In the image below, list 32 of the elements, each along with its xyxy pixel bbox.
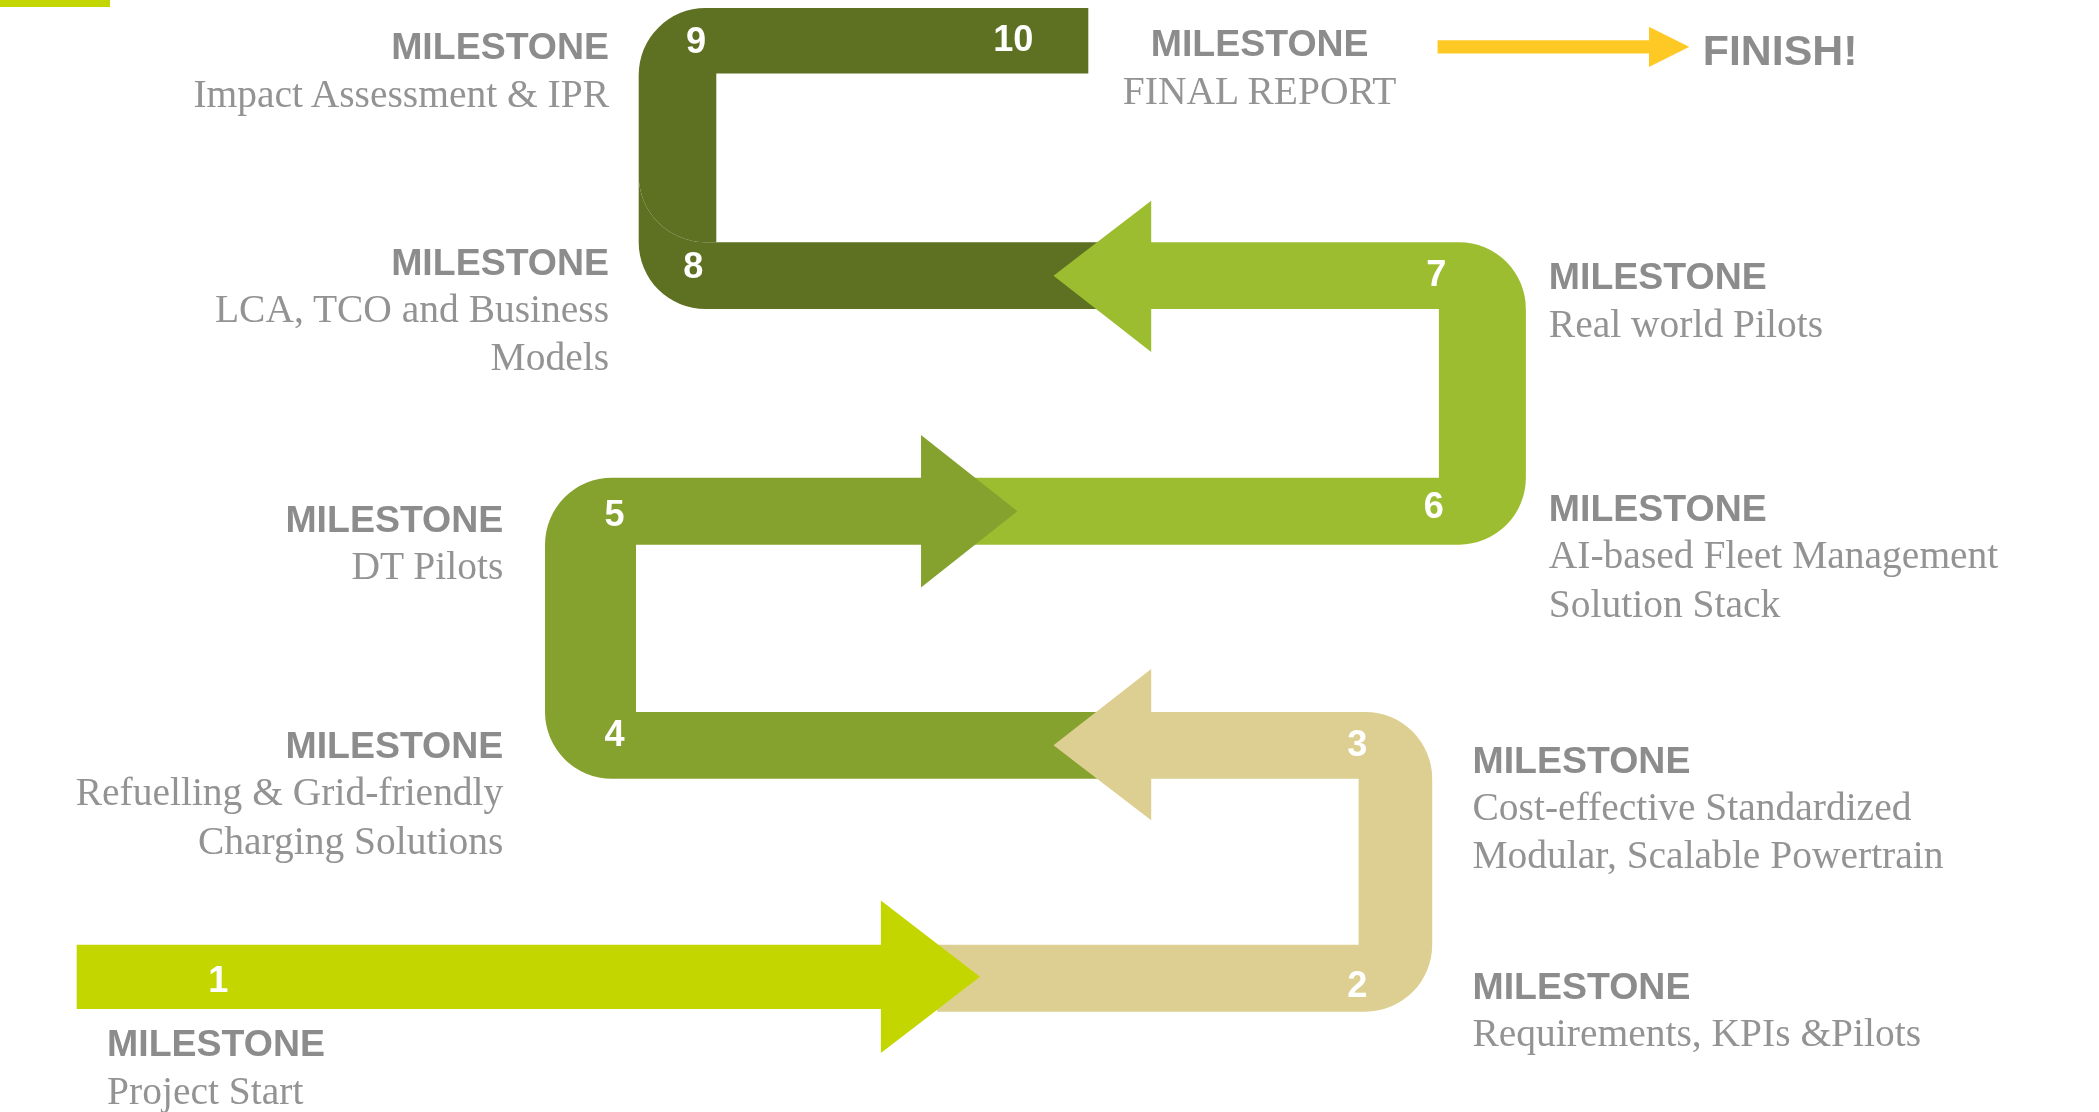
milestone-heading: MILESTONE (1472, 963, 1692, 1009)
milestone-heading: MILESTONE (1149, 21, 1370, 67)
milestone-number: 1 (208, 961, 229, 998)
milestone-number: 9 (686, 23, 707, 60)
arrow (1437, 26, 1690, 67)
milestone-title: LCA, TCO and Business Models (213, 286, 610, 382)
milestone-number: 10 (993, 20, 1034, 57)
milestone-number: 8 (683, 248, 704, 285)
milestone-title: AI-based Fleet Management Solution Stack (1548, 532, 2000, 628)
milestone-number: 3 (1347, 726, 1368, 763)
milestone-title: FINAL REPORT (1121, 67, 1398, 115)
milestone-number: 6 (1423, 487, 1444, 525)
milestone-number: 2 (1347, 967, 1368, 1004)
milestone-number: 5 (604, 495, 625, 533)
milestone-heading: MILESTONE (390, 24, 610, 70)
milestone-heading: MILESTONE (390, 239, 610, 285)
milestone-title: Requirements, KPIs &Pilots (1472, 1010, 1923, 1058)
milestone-heading: MILESTONE (284, 496, 504, 542)
milestone-number: 7 (1426, 256, 1447, 293)
milestone-heading: MILESTONE (284, 722, 504, 768)
milestone-title: DT Pilots (350, 543, 504, 591)
finish-label: FINISH! (1702, 25, 1859, 77)
milestone-title: Impact Assessment & IPR (192, 70, 610, 118)
milestone-heading: MILESTONE (1548, 485, 1768, 531)
milestone-title: Project Start (107, 1067, 305, 1112)
milestone-number: 4 (604, 715, 625, 752)
milestone-title: Refuelling & Grid-friendly Charging Solutions (74, 769, 504, 865)
milestone-heading: MILESTONE (1548, 254, 1768, 300)
milestone-heading: MILESTONE (107, 1021, 326, 1067)
milestone-title: Real world Pilots (1548, 300, 1824, 348)
milestone-title: Cost-effective Standardized Modular, Scalable Powertrain (1472, 784, 1945, 880)
milestone-heading: MILESTONE (1472, 737, 1692, 783)
